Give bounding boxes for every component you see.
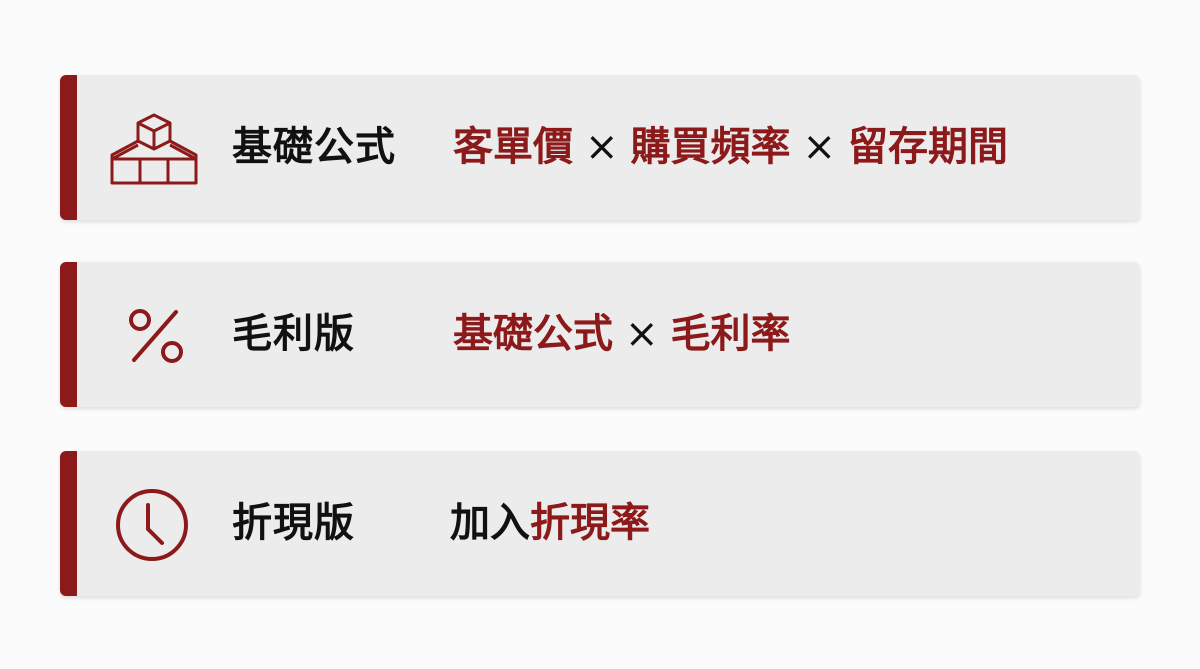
term: 基礎公式 (453, 311, 613, 357)
multiply-sign: × (802, 124, 837, 170)
term: 毛利率 (670, 311, 791, 357)
multiply-sign: × (625, 311, 659, 357)
formula-card-discounted: 折現版 加入折現率 (60, 451, 1140, 596)
formula-card-basic: 基礎公式 客單價×購買頻率×留存期間 (60, 75, 1140, 220)
accent-bar (60, 451, 77, 596)
multiply-sign: × (585, 124, 619, 170)
formula-text: 客單價×購買頻率×留存期間 (453, 75, 1008, 220)
formula-text: 加入折現率 (450, 451, 650, 596)
row-label: 毛利版 (232, 311, 355, 357)
stacked-boxes-icon (110, 113, 198, 185)
row-label: 基礎公式 (232, 124, 396, 170)
formula-text: 基礎公式 ×毛利率 (453, 262, 791, 407)
term: 購買頻率 (630, 124, 791, 170)
term: 客單價 (453, 124, 573, 170)
clock-icon (116, 489, 188, 561)
percent-icon (129, 309, 183, 363)
formula-card-gross-margin: 毛利版 基礎公式 ×毛利率 (60, 262, 1140, 407)
accent-bar (60, 262, 77, 407)
row-label: 折現版 (232, 500, 355, 546)
term: 折現率 (530, 500, 650, 546)
accent-bar (60, 75, 77, 220)
prefix-text: 加入 (450, 500, 530, 546)
term: 留存期間 (848, 124, 1009, 170)
